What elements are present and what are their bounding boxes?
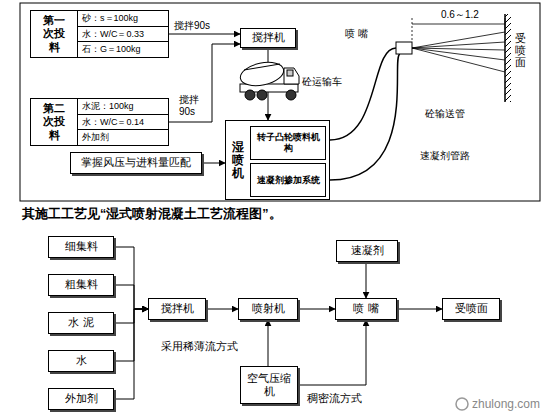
node-text: 水 泥	[68, 316, 93, 329]
annotation-label: 喷 嘴	[345, 28, 368, 40]
node-text: 掌握风压与进料量匹配	[81, 156, 191, 169]
node-text: 空气压缩机	[245, 372, 293, 398]
edge-label: 采用稀薄流方式	[160, 340, 239, 353]
mixer-truck	[238, 59, 299, 100]
watermark-logo	[456, 398, 468, 410]
process-box: 第一次投料	[30, 10, 78, 58]
panel-frame	[20, 3, 540, 201]
flow-arrow	[202, 163, 225, 164]
edge-label: 搅拌 90s	[178, 94, 208, 118]
flow-arrow	[397, 309, 442, 310]
process-box: 喷射机	[238, 298, 298, 320]
node-text: 速凝剂	[351, 244, 384, 257]
process-box: 喷 嘴	[335, 298, 397, 320]
node-text: 受喷面	[455, 302, 488, 315]
process-box: 第二次投料	[30, 98, 78, 146]
process-box: 速凝剂掺加系统	[250, 163, 326, 197]
node-text: 外加剂	[65, 392, 98, 405]
node-text: 水	[76, 354, 87, 367]
node-text: 喷射机	[252, 302, 285, 315]
flow-arrow	[114, 309, 148, 323]
process-box: 速凝剂	[336, 240, 398, 262]
annotation-label: 砼运输车	[302, 76, 342, 88]
node-text: 第二次投料	[39, 102, 69, 142]
flow-arrow	[114, 309, 148, 361]
process-box: 转子凸轮喷料机构	[250, 126, 326, 160]
flow-arrow	[169, 44, 240, 122]
flow-arrow	[114, 309, 148, 399]
node-text: 搅拌机	[252, 31, 285, 44]
node-text: 水：W/C＝0.33	[78, 27, 168, 43]
process-box: 搅拌机	[240, 28, 296, 48]
dimension	[412, 18, 505, 40]
node-text: 转子凸轮喷料机构	[255, 132, 321, 154]
annotation-label: zhulong.com	[472, 397, 540, 411]
process-box: 掌握风压与进料量匹配	[70, 152, 202, 174]
process-box: 受喷面	[442, 298, 500, 320]
process-box: 空气压缩机	[240, 366, 298, 404]
annotation-label: 砼输送管	[425, 108, 465, 120]
process-box: 水 泥	[48, 312, 114, 334]
node-text: 粗集料	[65, 278, 98, 291]
nozzle	[396, 42, 412, 54]
edge-label: 稠密流方式	[306, 392, 363, 405]
edge-label: 搅拌90s	[173, 20, 211, 32]
process-box: 细集料	[48, 236, 114, 258]
node-text: 细集料	[65, 240, 98, 253]
process-box: 粗集料	[48, 274, 114, 296]
flow-arrow	[366, 262, 367, 298]
node-text: 搅拌机	[161, 302, 194, 315]
process-box: 湿喷机转子凸轮喷料机构速凝剂掺加系统	[225, 120, 330, 200]
process-box: 外加剂	[48, 388, 114, 410]
node-text: 外加剂	[78, 130, 168, 145]
process-box: 搅拌机	[148, 298, 206, 320]
annotation-label: 0.6～1.2	[440, 9, 480, 21]
node-text: 石：G＝100kg	[78, 42, 168, 57]
flow-arrow	[114, 247, 148, 309]
node-text: 喷 嘴	[353, 302, 378, 315]
material-table: 水泥：100kg水：W/C＝0.14外加剂	[77, 98, 169, 146]
annotation-label: 速凝剂管路	[420, 150, 470, 162]
flow-arrow	[298, 320, 366, 385]
node-text: 砂：s＝100kg	[78, 11, 168, 27]
spray	[412, 32, 505, 72]
flow-arrow	[114, 285, 148, 309]
node-text: 第一次投料	[39, 14, 69, 54]
node-text: 湿喷机	[232, 141, 244, 181]
hoses	[330, 48, 400, 180]
flow-arrow	[169, 34, 240, 35]
node-text: 水：W/C＝0.14	[78, 115, 168, 131]
process-box: 水	[48, 350, 114, 372]
node-text: 水泥：100kg	[78, 99, 168, 115]
annotation-label: 其施工工艺见“湿式喷射混凝土工艺流程图”。	[22, 207, 282, 222]
flow-arrow	[206, 309, 238, 310]
sprayed-wall	[505, 14, 511, 102]
flow-arrow	[298, 309, 335, 310]
material-table: 砂：s＝100kg水：W/C＝0.33石：G＝100kg	[77, 10, 169, 58]
annotation-label: 受喷面	[515, 32, 526, 68]
node-text: 速凝剂掺加系统	[257, 175, 320, 186]
flow-arrow	[268, 320, 269, 366]
